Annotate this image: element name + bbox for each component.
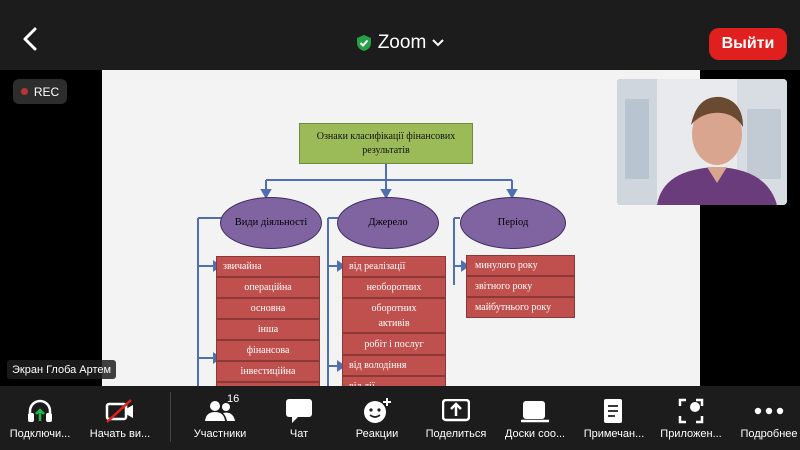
activity-item: операційна <box>216 277 320 298</box>
participant-video[interactable] <box>617 79 787 205</box>
participants-icon <box>205 401 235 421</box>
leave-button[interactable]: Выйти <box>709 28 787 60</box>
category-source: Джерело <box>337 197 439 249</box>
reaction-icon <box>364 398 391 423</box>
reactions-button[interactable]: Реакции <box>337 386 417 450</box>
apps-label: Приложен... <box>660 428 722 440</box>
source-item: від дії... <box>342 376 446 386</box>
participant-avatar <box>617 79 787 205</box>
source-item: необоротних <box>342 277 446 298</box>
chat-label: Чат <box>289 428 309 440</box>
whiteboards-label: Доски соо... <box>504 428 566 440</box>
start-video-button[interactable]: Начать ви... <box>80 386 160 450</box>
activity-item-partial <box>216 382 320 386</box>
activity-item: фінансова <box>216 340 320 361</box>
chevron-down-icon <box>432 39 444 47</box>
source-item: робіт і послуг <box>342 333 446 355</box>
activity-item: основна <box>216 298 320 319</box>
activity-item: інша <box>216 319 320 340</box>
participants-label: Участники <box>193 428 247 440</box>
toolbar-divider <box>170 392 171 442</box>
recording-indicator[interactable]: REC <box>13 79 67 104</box>
start-video-label: Начать ви... <box>89 428 151 440</box>
top-bar: Zoom Выйти <box>0 0 800 70</box>
bottom-toolbar: Подключи... Начать ви... 16 Участники Ча… <box>0 386 800 450</box>
back-icon[interactable] <box>18 26 44 52</box>
period-item: майбутнього року <box>466 297 575 318</box>
rec-label: REC <box>33 84 60 99</box>
period-item: минулого року <box>466 255 575 276</box>
source-item: оборотних активів <box>342 298 446 333</box>
share-icon <box>442 399 470 422</box>
shared-screen[interactable]: Ознаки класифікації фінансових результат… <box>102 70 700 386</box>
share-label: Поделиться <box>425 428 487 440</box>
chat-icon <box>286 399 312 423</box>
record-dot-icon <box>20 88 28 95</box>
share-button[interactable]: Поделиться <box>416 386 496 450</box>
source-item: від володіння <box>342 355 446 376</box>
classification-root: Ознаки класифікації фінансових результат… <box>299 123 473 164</box>
connector-lines <box>197 164 518 386</box>
apps-button[interactable]: Приложен... <box>651 386 731 450</box>
video-off-icon <box>105 399 133 423</box>
audio-button[interactable]: Подключи... <box>0 386 80 450</box>
category-activity: Види діяльності <box>220 197 322 249</box>
app-title: Zoom <box>377 32 427 53</box>
whiteboard-icon <box>521 401 549 423</box>
audio-label: Подключи... <box>9 428 71 440</box>
shield-check-icon <box>356 35 371 51</box>
more-label: Подробнее <box>740 428 798 440</box>
notes-button[interactable]: Примечан... <box>574 386 654 450</box>
whiteboards-button[interactable]: Доски соо... <box>495 386 575 450</box>
notes-label: Примечан... <box>583 428 645 440</box>
notes-icon <box>604 399 622 423</box>
screen-owner-label: Экран Глоба Артем <box>7 360 117 379</box>
activity-item: звичайна <box>216 256 320 277</box>
slide: Ознаки класифікації фінансових результат… <box>102 70 700 386</box>
participant-count: 16 <box>227 393 240 405</box>
source-item: від реалізації <box>342 256 446 277</box>
more-icon <box>754 407 784 415</box>
chat-button[interactable]: Чат <box>259 386 339 450</box>
period-item: звітного року <box>466 276 575 297</box>
activity-item: інвестиційна <box>216 361 320 382</box>
apps-icon <box>678 398 704 424</box>
meeting-title[interactable]: Zoom <box>0 32 800 58</box>
reactions-label: Реакции <box>355 428 399 440</box>
headphones-icon <box>28 399 52 422</box>
participants-button[interactable]: 16 Участники <box>180 386 260 450</box>
category-period: Період <box>460 197 566 249</box>
more-button[interactable]: Подробнее <box>729 386 800 450</box>
